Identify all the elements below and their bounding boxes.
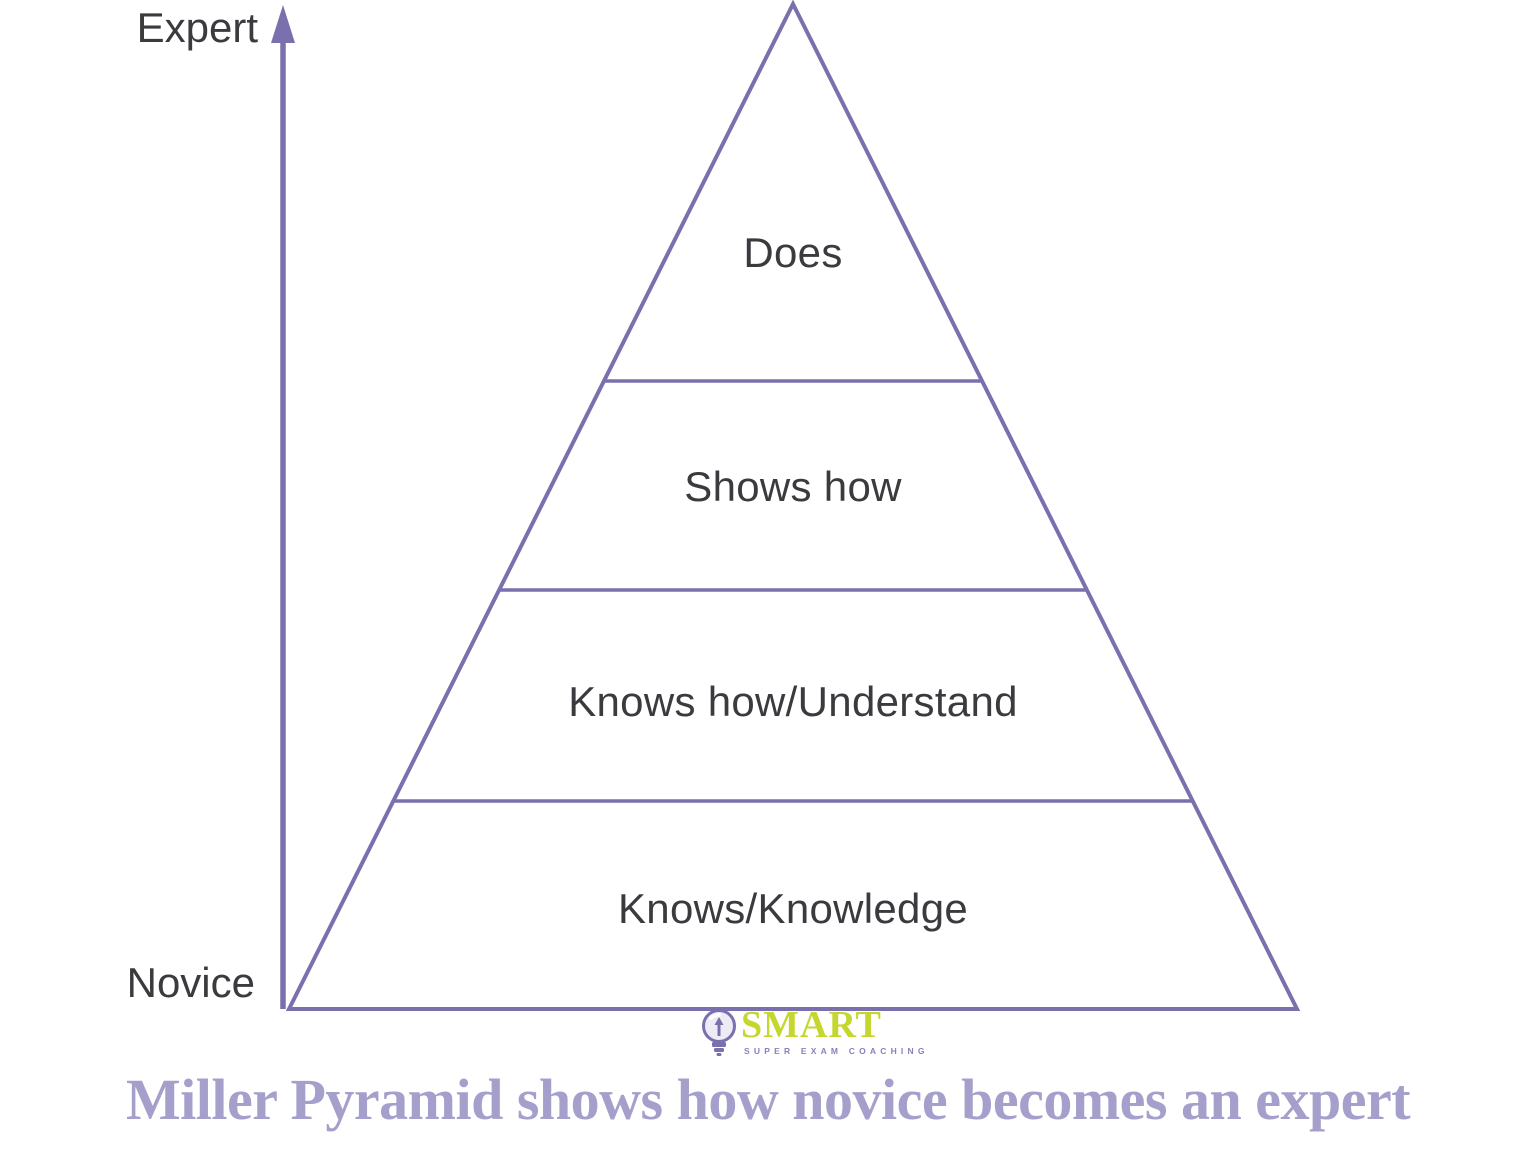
smart-logo: SMART SUPER EXAM COACHING: [701, 1004, 929, 1062]
level-label-does: Does: [743, 229, 843, 276]
logo-tagline: SUPER EXAM COACHING: [744, 1045, 929, 1056]
diagram-caption: Miller Pyramid shows how novice becomes …: [125, 1067, 1411, 1132]
logo-text-block: SMART SUPER EXAM COACHING: [741, 1004, 929, 1056]
level-label-shows-how: Shows how: [684, 463, 902, 510]
logo-name: SMART: [741, 1004, 882, 1046]
level-label-knows-knowledge: Knows/Knowledge: [617, 885, 969, 932]
axis-label-novice: Novice: [126, 959, 255, 1006]
level-label-knows-how-understand: Knows how/Understand: [568, 678, 1018, 725]
axis-label-expert: Expert: [136, 4, 258, 51]
lightbulb-icon: [702, 1009, 736, 1056]
pyramid-outline: [285, 0, 1301, 1011]
axis-arrowhead-icon: [271, 5, 295, 43]
